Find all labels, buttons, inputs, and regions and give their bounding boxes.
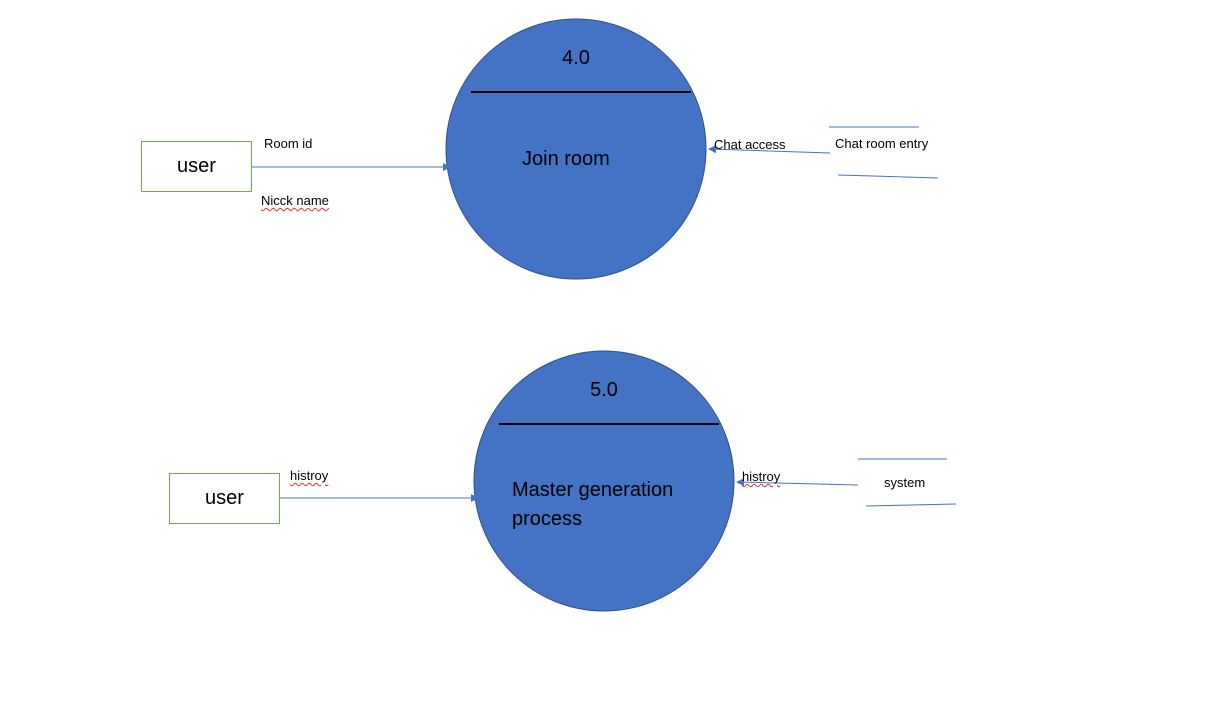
process-name-join-room: Join room: [522, 148, 610, 170]
flow-label-room-id: Room id: [264, 136, 313, 151]
entity-user-b-label: user: [205, 487, 244, 509]
process-name-line2: process: [512, 508, 583, 530]
flow-label-history-out: histroy: [742, 469, 780, 485]
process-circle-4: [445, 18, 707, 280]
process-number-4: 4.0: [562, 47, 590, 69]
datastore-bottom-line-a: [837, 174, 939, 179]
entity-user-a-label: user: [177, 155, 216, 177]
entity-user-a: user: [141, 141, 252, 192]
process-name-line1: Master generation: [512, 479, 674, 501]
flow-label-chat-access: Chat access: [714, 137, 786, 152]
flow-label-nick-name-text: Nicck name: [261, 193, 329, 208]
flow-label-history-in-text: histroy: [290, 468, 329, 483]
datastore-label-chat-room-entry: Chat room entry: [835, 136, 929, 151]
entity-user-b: user: [169, 473, 280, 524]
datastore-bottom-line-b: [865, 503, 957, 507]
flow-label-history-out-text: histroy: [742, 469, 781, 484]
flow-arrow-store-to-join: [708, 145, 831, 154]
flow-arrow-store-to-master: [736, 478, 859, 487]
process-number-5: 5.0: [590, 379, 618, 401]
flow-label-nick-name: Nicck name: [261, 193, 329, 209]
process-circle-5: [473, 350, 735, 612]
flow-label-history-in: histroy: [290, 468, 328, 484]
datastore-label-system: system: [884, 475, 926, 490]
process-name-master-generation: Master generation process: [512, 476, 673, 534]
